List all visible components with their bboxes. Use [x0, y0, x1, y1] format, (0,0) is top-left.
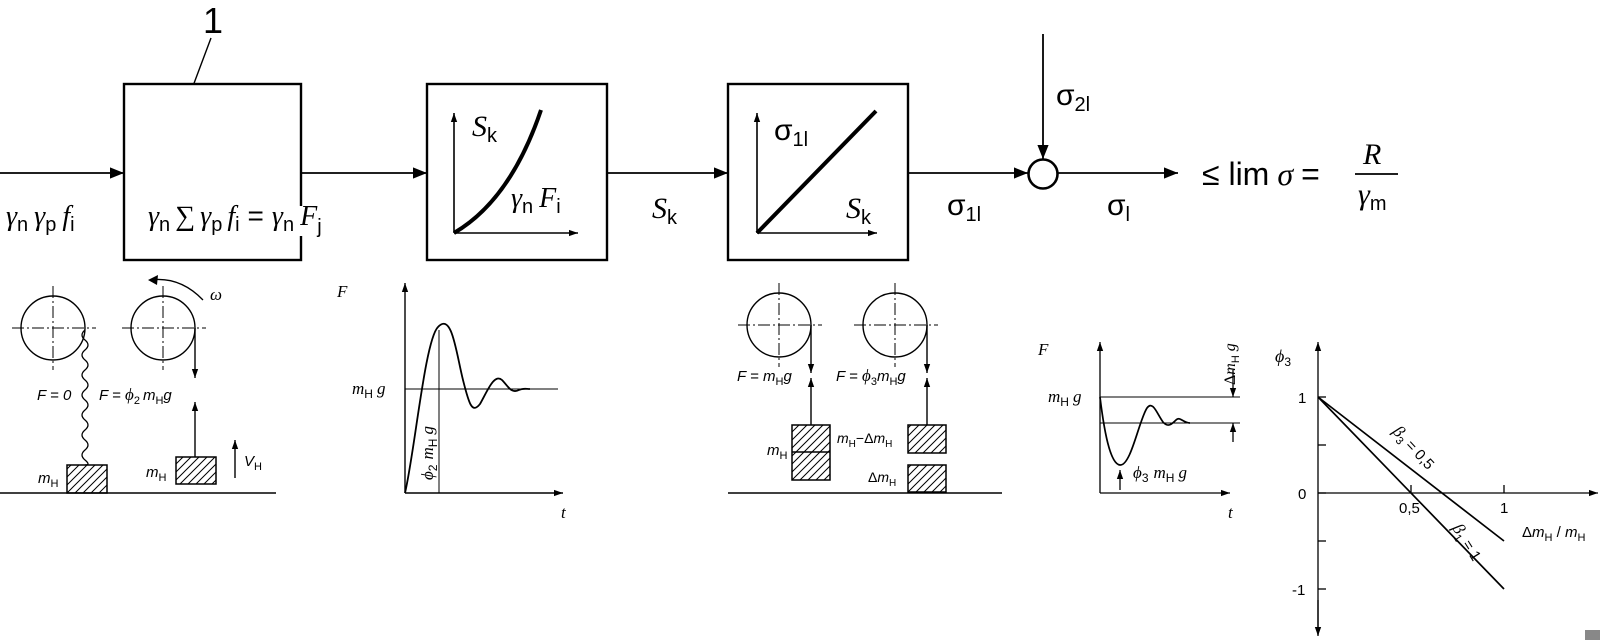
slack-rope — [81, 329, 89, 466]
limit-numerator: R — [1362, 138, 1381, 171]
mass-right-label: mH — [146, 464, 167, 484]
phi-x-label: ΔmH / mH — [1522, 524, 1586, 544]
phi-y-label: ϕ3 — [1275, 346, 1291, 369]
phi-series-label: β1 = 1 — [1446, 519, 1486, 565]
chart2-response-curve — [1099, 396, 1191, 466]
drop-mass-left-label: mH — [767, 442, 788, 462]
box3-line — [755, 109, 878, 235]
box-stress — [726, 82, 910, 262]
drop-right-mass-top — [907, 424, 947, 454]
box2-curve — [452, 109, 543, 235]
box2-y-label: Sk — [472, 110, 498, 147]
summing-input-label: σ2l — [1056, 79, 1090, 116]
signal-sk-label: Sk — [652, 192, 678, 229]
summing-junction — [1027, 158, 1059, 190]
phi-y-tick-label: 0 — [1298, 486, 1306, 503]
chart1-rise-label: ϕ2mHg — [418, 426, 440, 480]
phi-y-tick-label: 1 — [1298, 390, 1306, 407]
phi-x-tick-label: 1 — [1500, 500, 1508, 517]
signal-sigma1-label: σ1l — [947, 189, 981, 226]
phi-series-line — [1317, 396, 1505, 542]
chart1-x-label: t — [561, 503, 567, 522]
chart2-x-label: t — [1228, 503, 1234, 522]
phi-y-tick-label: -1 — [1292, 582, 1305, 599]
signal-sigma-label: σl — [1107, 189, 1130, 226]
rotation-label: ω — [210, 285, 222, 304]
pulley-drop-sketch: F = mHg F = ϕ3mHg mH mH−ΔmH ΔmH — [728, 283, 1002, 494]
box3-x-label: Sk — [846, 192, 872, 229]
left-mass — [66, 464, 108, 494]
corner-marker — [1585, 630, 1600, 640]
callout-number: 1 — [203, 0, 223, 41]
chart1-y-label: F — [336, 282, 348, 301]
box-load-effect — [425, 82, 609, 262]
limit-denominator: γm — [1358, 178, 1387, 215]
chart2-drop-label: ΔmHg — [1222, 343, 1242, 385]
drop-force-right-label: F = ϕ3mHg — [836, 366, 906, 388]
force-left-label: F = 0 — [37, 387, 72, 404]
chart1-response-curve — [404, 323, 531, 494]
drop-force-left-label: F = mHg — [737, 368, 792, 388]
drop-mass-right-bottom-label: ΔmH — [868, 469, 896, 489]
phi-series-label: β3 = 0,5 — [1386, 421, 1439, 475]
drop-mass-right-top-label: mH−ΔmH — [837, 430, 892, 450]
rotation-arrow-head — [148, 275, 158, 285]
mass-left-label: mH — [38, 470, 59, 490]
phi-series-line — [1317, 396, 1505, 590]
drop-right-mass-bottom — [907, 464, 947, 493]
phi-x-tick-label: 0,5 — [1399, 500, 1420, 517]
phi3-chart: ϕ3 ΔmH / mH 0,5 1 1 0 -1 β3 = 0,5 β1 = 1 — [1275, 342, 1598, 636]
box-load-combination — [122, 82, 303, 262]
box3-y-label: σ1l — [774, 114, 808, 151]
box1-break — [295, 206, 307, 236]
chart2-y-label: F — [1037, 340, 1049, 359]
velocity-label: VH — [244, 453, 262, 473]
right-mass — [175, 456, 217, 485]
